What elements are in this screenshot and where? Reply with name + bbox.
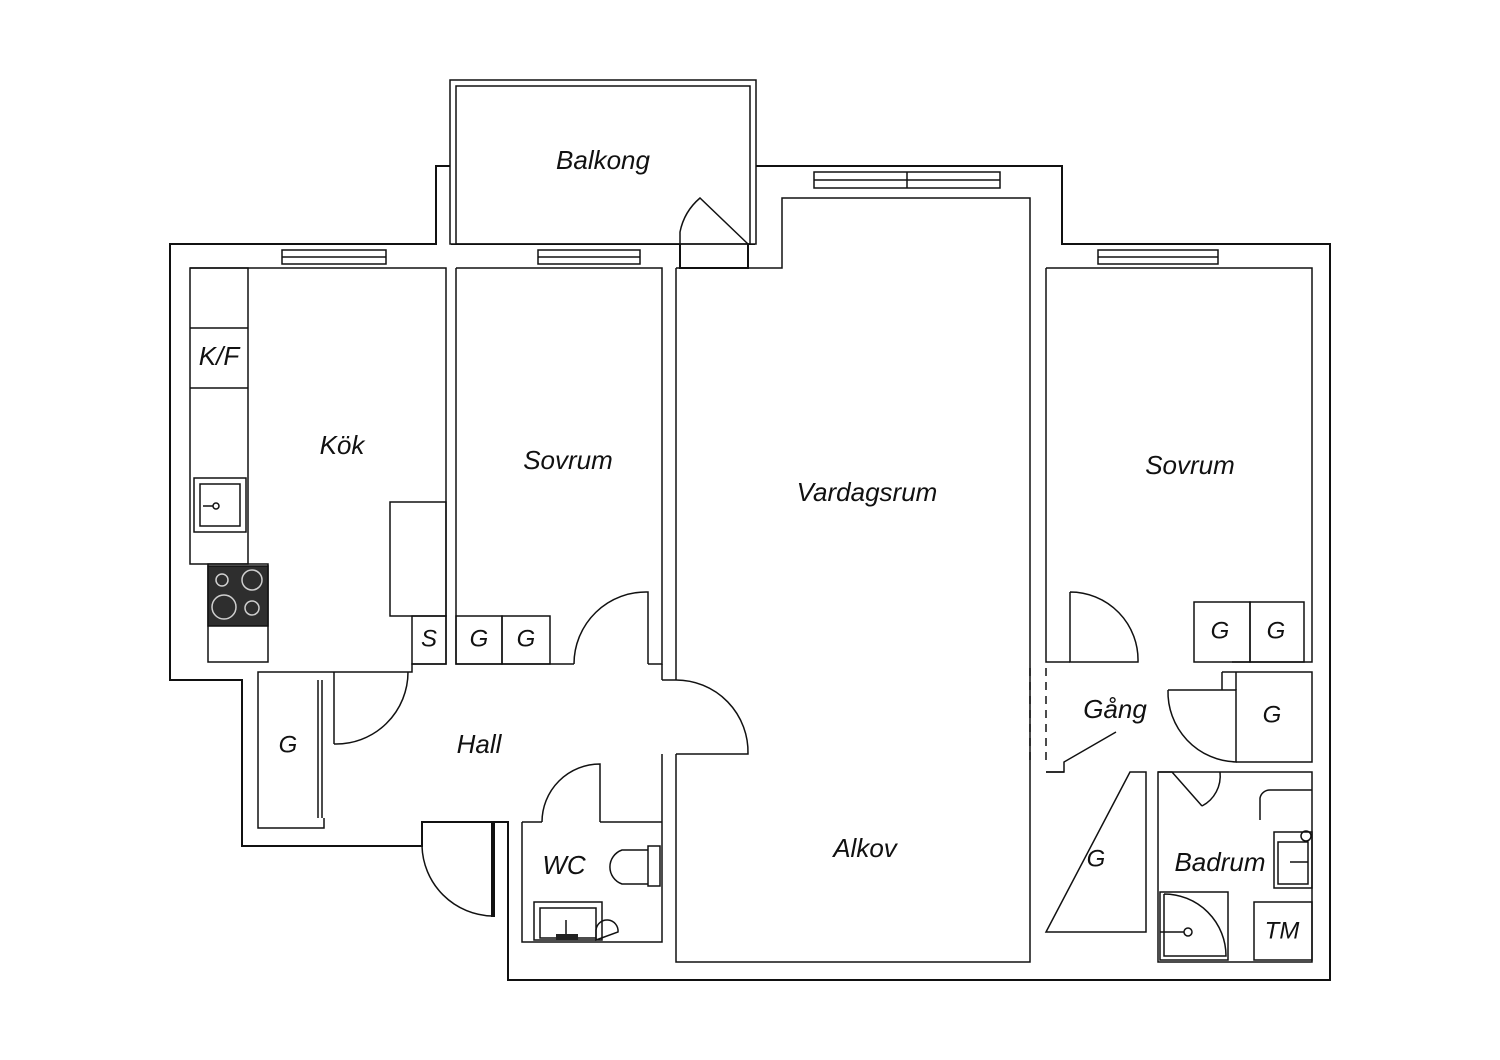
shower-icon [1159, 891, 1229, 961]
label-sovrum-left: Sovrum [523, 445, 613, 475]
label-vardagsrum: Vardagsrum [797, 477, 938, 507]
label-closet-g-gang: G [1263, 701, 1282, 728]
living-room-door [662, 679, 749, 755]
label-sovrum-right: Sovrum [1145, 450, 1235, 480]
label-hall: Hall [457, 729, 503, 759]
closet-gang-walls [1221, 671, 1313, 763]
label-gang: Gång [1083, 694, 1147, 724]
bedroom-left-walls [455, 267, 663, 665]
bath-sink-icon [1259, 789, 1313, 889]
label-tm: TM [1265, 917, 1300, 944]
label-kok: Kök [320, 430, 367, 460]
wc-sink-icon [533, 901, 619, 942]
window-kitchen [281, 249, 387, 265]
closet-s [411, 615, 447, 665]
wardrobe-g-2 [1249, 601, 1305, 663]
label-closet-g-1: G [470, 625, 489, 652]
bathroom-door [1158, 771, 1221, 807]
label-closet-g-hall: G [279, 731, 298, 758]
living-room-walls [675, 197, 1031, 963]
toilet-icon [609, 845, 661, 887]
stove-icon [207, 565, 269, 627]
interior-wall-line [190, 267, 447, 829]
wc-walls [521, 754, 663, 943]
closet-gang-door [1167, 689, 1237, 763]
label-wardrobe-g-2: G [1267, 617, 1286, 644]
label-balkong: Balkong [556, 145, 650, 175]
window-living-room [813, 171, 1001, 189]
bedroom-left-door [573, 591, 649, 665]
label-closet-g-2: G [517, 625, 536, 652]
exterior-wall [169, 165, 1331, 981]
label-alkov: Alkov [831, 833, 899, 863]
kitchen-door [333, 671, 409, 745]
balcony [449, 79, 757, 245]
label-badrum: Badrum [1174, 847, 1265, 877]
window-bedroom-left [537, 249, 641, 265]
balcony-door [679, 196, 749, 245]
window-bedroom-right [1097, 249, 1219, 265]
entrance-door [421, 845, 493, 917]
wc-door [541, 763, 601, 823]
washing-machine-icon [1253, 901, 1313, 961]
label-wc: WC [542, 850, 586, 880]
label-closet-s: S [421, 625, 437, 652]
label-wardrobe-g-1: G [1211, 617, 1230, 644]
sink-icon [193, 477, 247, 533]
bedroom-right-door [1069, 591, 1139, 663]
balcony-inner [455, 85, 751, 245]
label-kf: K/F [199, 341, 242, 371]
bathroom-walls [1157, 771, 1313, 963]
label-storage-g: G [1087, 845, 1106, 872]
